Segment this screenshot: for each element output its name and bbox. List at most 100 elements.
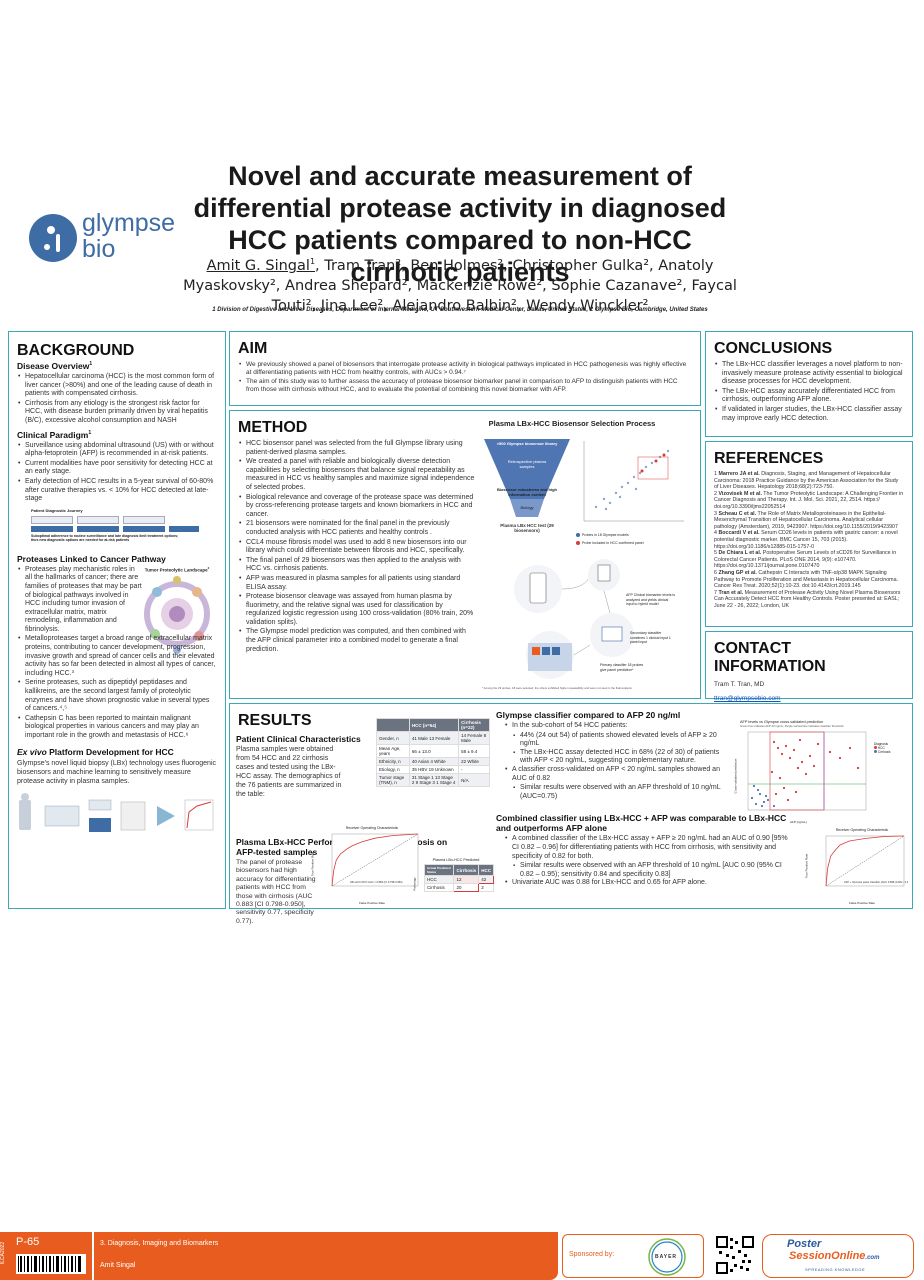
tumor-landscape-title-text: Tumor Proteolytic Landscape bbox=[144, 567, 208, 573]
reference-author: Tran et al. bbox=[718, 589, 744, 596]
reference-item: 3 Scheau C et al. The Role of Matrix Met… bbox=[714, 511, 904, 531]
list-item: Similar results were observed with an AF… bbox=[513, 862, 786, 879]
author-list: Amit G. Singal1, Tram Tran², Ben Holmes²… bbox=[170, 252, 750, 316]
funnel-diagram bbox=[484, 439, 570, 517]
table-cell: 58 ± 9.4 bbox=[458, 744, 490, 758]
footer-presenter: Amit Singal bbox=[100, 1262, 136, 1269]
footer-category-block: 3. Diagnosis, Imaging and Biomarkers Ami… bbox=[94, 1232, 558, 1280]
scatter-point-cirrhosis bbox=[756, 788, 760, 792]
scatter-point-hcc bbox=[774, 792, 778, 796]
confusion-header-row: Actual Predicted Status Cirrhosis HCC bbox=[423, 864, 494, 876]
background-panel: BACKGROUND Disease Overview1 Hepatocellu… bbox=[8, 331, 226, 909]
roc2-title: Receiver Operating Characteristic bbox=[835, 828, 889, 832]
aim-list: We previously showed a panel of biosenso… bbox=[238, 361, 692, 394]
scatter-point-hcc bbox=[838, 756, 842, 760]
affiliations: 1 Division of Digestive and Liver Diseas… bbox=[212, 307, 708, 313]
roc-diagonal bbox=[825, 835, 905, 887]
platform-workflow-figure bbox=[19, 792, 214, 832]
reference-text: The Role of Matrix Metalloproteinases in… bbox=[714, 510, 898, 530]
scatter-point-hcc bbox=[828, 750, 832, 754]
results-middle: Glympse classifier compared to AFP 20 ng… bbox=[496, 710, 792, 889]
table-cell: 14 Female 8 Male bbox=[458, 731, 490, 745]
scatter-point-hcc bbox=[786, 798, 790, 802]
roc2-ylabel: True Positive Rate bbox=[804, 853, 809, 879]
selection-process-figure: Plasma LBx-HCC Biosensor Selection Proce… bbox=[482, 419, 692, 695]
funnel-low-label: Biosensor robustness and high informatio… bbox=[496, 487, 557, 497]
afp-list: In the sub-cohort of 54 HCC patients: bbox=[496, 722, 736, 731]
legend-panel-label: Probe included in HCC confirmed panel bbox=[582, 541, 644, 545]
confusion-header-cell: Actual Predicted Status bbox=[423, 864, 455, 876]
scatter-point-hcc bbox=[794, 790, 798, 794]
disease-overview-sup: 1 bbox=[89, 361, 93, 368]
scatter-point-hcc bbox=[848, 746, 852, 750]
journey-steps bbox=[31, 515, 211, 524]
list-item: Cathepsin C has been reported to maintai… bbox=[18, 715, 217, 741]
legend-dot bbox=[576, 541, 580, 545]
scatter-point-cirrhosis bbox=[752, 784, 756, 788]
aim-heading: AIM bbox=[238, 340, 268, 357]
list-item: AFP was measured in plasma samples for a… bbox=[239, 575, 476, 592]
brand-line2: SessionOnline.com bbox=[789, 1250, 879, 1262]
confusion-ylabel: Pathology bbox=[412, 877, 417, 891]
list-item: Proteases play mechanistic roles in all … bbox=[18, 566, 143, 635]
scatter-point-hcc bbox=[770, 770, 774, 774]
roc2-chart: AFP + Glympse panel classifier (AUC 0.89… bbox=[825, 835, 913, 887]
exvivo-em: Ex vivo bbox=[17, 746, 47, 757]
confusion-table: Actual Predicted Status Cirrhosis HCC HC… bbox=[423, 864, 494, 892]
disease-overview-heading: Disease Overview1 bbox=[17, 361, 217, 371]
bayer-logo-icon bbox=[648, 1238, 686, 1276]
brand-line1: Poster bbox=[787, 1238, 822, 1250]
roc2-xlabel: False Positive Rate bbox=[849, 901, 875, 905]
roc-diagonal bbox=[331, 833, 419, 887]
list-item: Cirrhosis from any etiology is the stron… bbox=[18, 400, 217, 426]
scatter-legend-cirr: Cirrhosis bbox=[874, 750, 890, 754]
reference-item: 6 Zhang GP et al. Cathepsin C Interacts … bbox=[714, 570, 904, 590]
afp-sublist-2: Similar results were observed with an AF… bbox=[496, 784, 728, 801]
scatter-point-cirrhosis bbox=[766, 798, 770, 802]
disease-overview-label: Disease Overview bbox=[17, 361, 90, 371]
disease-overview-list: Hepatocellular carcinoma (HCC) is the mo… bbox=[17, 373, 217, 426]
exvivo-text: Glympse's novel liquid biopsy (LBx) tech… bbox=[17, 759, 216, 785]
legend-probes-label: Probes in 18 Glympse models bbox=[582, 533, 629, 537]
roc1-ylabel: True Positive Rate bbox=[310, 851, 315, 877]
method-heading: METHOD bbox=[238, 419, 308, 436]
exvivo-heading: Ex vivo Platform Development for HCC bbox=[17, 747, 217, 757]
list-item: HCC biosensor panel was selected from th… bbox=[239, 440, 476, 457]
scatter-point-hcc bbox=[782, 786, 786, 790]
proteases-list: Proteases play mechanistic roles in all … bbox=[17, 566, 217, 741]
reference-author: Marrero JA et al. bbox=[718, 471, 760, 477]
legend-dot bbox=[874, 746, 877, 749]
combined-heading: Combined classifier using LBx-HCC + AFP … bbox=[496, 813, 787, 834]
table-cell: 66 ± 13.0 bbox=[408, 744, 460, 758]
scatter-point-cirrhosis bbox=[764, 794, 768, 798]
sponsor-label: Sponsored by: bbox=[569, 1251, 615, 1258]
barcode-icon bbox=[16, 1254, 86, 1274]
scatter-point-cirrhosis bbox=[754, 802, 758, 806]
funnel-output-label: Plasma LBx HCC test (29 biosensors) bbox=[500, 523, 554, 533]
clinical-paradigm-heading: Clinical Paradigm1 bbox=[17, 430, 217, 440]
reference-text: Postoperative Serum Levels of sCD26 for … bbox=[714, 550, 897, 570]
table-cell: Etiology, n bbox=[376, 765, 410, 774]
poster-title: Novel and accurate measurement of differ… bbox=[193, 161, 727, 287]
workflow-footnote: * Among the 29 probes, 18 were selected;… bbox=[482, 686, 632, 690]
scatter-point-cirrhosis bbox=[758, 792, 762, 796]
list-item: The aim of this study was to further ass… bbox=[239, 378, 692, 394]
list-item: The LBx-HCC assay accurately differentia… bbox=[715, 388, 904, 405]
table-cell: - bbox=[458, 765, 490, 774]
list-item: CCL4 mouse fibrosis model was used to ad… bbox=[239, 539, 476, 556]
contact-email-link[interactable]: ttran@glympsebio.com bbox=[714, 695, 781, 702]
scatter-point-hcc bbox=[816, 742, 820, 746]
list-item: We created a panel with reliable and bio… bbox=[239, 458, 476, 492]
references-heading: REFERENCES bbox=[714, 450, 824, 467]
results-heading: RESULTS bbox=[238, 712, 312, 729]
table-cell: HCC bbox=[423, 875, 455, 884]
legend-probes: Probes in 18 Glympse models bbox=[576, 533, 629, 537]
brand-block: Poster SessionOnline.com SPREADING KNOWL… bbox=[762, 1234, 914, 1278]
exvivo-rest: Platform Development for HCC bbox=[46, 746, 174, 757]
combined-sublist: Similar results were observed with an AF… bbox=[496, 862, 786, 879]
scatter-point-hcc bbox=[784, 744, 788, 748]
reference-item: 1 Marrero JA et al. Diagnosis, Staging, … bbox=[714, 471, 904, 491]
